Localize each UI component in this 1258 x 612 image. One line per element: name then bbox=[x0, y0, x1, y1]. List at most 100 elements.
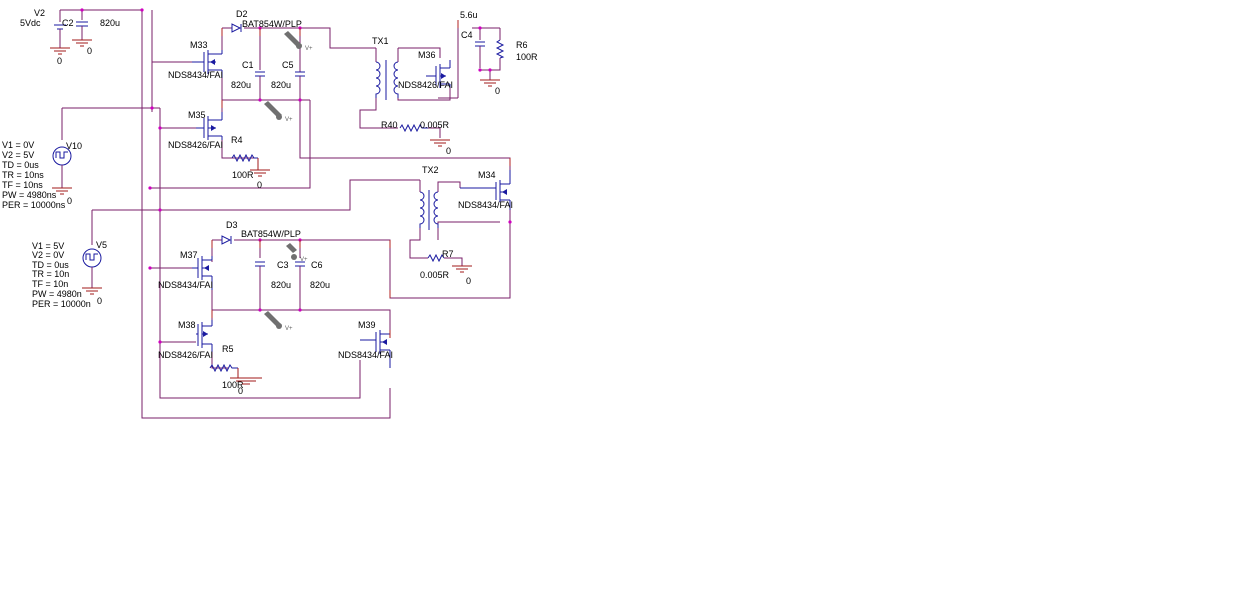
junction-dot bbox=[80, 8, 84, 12]
m38-part: NDS8426/FAI bbox=[158, 350, 213, 360]
ground-label: 0 bbox=[57, 56, 62, 66]
resistor-r4[interactable]: R4 100R bbox=[231, 135, 258, 180]
r5-ref: R5 bbox=[222, 344, 234, 354]
mosfet-m38[interactable]: M38 NDS8426/FAI bbox=[158, 320, 213, 360]
probe-label: V+ bbox=[285, 117, 293, 123]
c5-ref: C5 bbox=[282, 60, 294, 70]
ground-symbols: 0 0 0 0 0 0 0 0 bbox=[50, 39, 500, 396]
junction-dot bbox=[158, 208, 162, 212]
c5-value: 820u bbox=[271, 80, 291, 90]
m39-ref: M39 bbox=[358, 320, 376, 330]
d3-ref: D3 bbox=[226, 220, 238, 230]
resistor-r6[interactable]: R6 100R bbox=[495, 39, 538, 62]
m37-part: NDS8434/FAI bbox=[158, 280, 213, 290]
tx2-ref: TX2 bbox=[422, 165, 439, 175]
mosfet-m36[interactable]: M36 NDS8426/FAI bbox=[398, 50, 453, 90]
junction-dot bbox=[478, 26, 482, 30]
junction-dot bbox=[158, 340, 162, 344]
capacitor-c5[interactable]: C5 820u bbox=[271, 60, 305, 90]
ground-r7: 0 bbox=[452, 265, 472, 286]
r40-ref: R40 bbox=[381, 120, 398, 130]
junction-dot bbox=[140, 8, 144, 12]
source-v10[interactable]: V10 V1 = 0V V2 = 5V TD = 0us TR = 10ns T… bbox=[2, 140, 82, 210]
probe-label: V+ bbox=[285, 326, 293, 332]
c2-value: 820u bbox=[100, 18, 120, 28]
ground-label: 0 bbox=[67, 196, 72, 206]
r40-value: 0.005R bbox=[420, 120, 450, 130]
c4-value: 5.6u bbox=[460, 10, 478, 20]
probe-label: V+ bbox=[300, 257, 308, 263]
v10-param-1: V1 = 0V bbox=[2, 140, 34, 150]
r6-ref: R6 bbox=[516, 40, 528, 50]
ground-v2: 0 bbox=[50, 47, 70, 66]
c3-ref: C3 bbox=[277, 260, 289, 270]
probe-label: V+ bbox=[305, 46, 313, 52]
mosfet-m35[interactable]: M35 NDS8426/FAI bbox=[168, 110, 223, 150]
junction-dot bbox=[158, 126, 162, 130]
v10-param-2: V2 = 5V bbox=[2, 150, 34, 160]
r4-ref: R4 bbox=[231, 135, 243, 145]
probe-marker-2[interactable]: V+ bbox=[264, 101, 293, 123]
c3-value: 820u bbox=[271, 280, 291, 290]
diode-d2[interactable]: D2 BAT854W/PLP bbox=[231, 9, 302, 33]
v10-param-3: TD = 0us bbox=[2, 160, 39, 170]
c1-ref: C1 bbox=[242, 60, 254, 70]
junctions bbox=[80, 8, 512, 344]
ground-label: 0 bbox=[97, 296, 102, 306]
v5-param-6: PW = 4980n bbox=[32, 289, 82, 299]
capacitor-c6[interactable]: C6 820u bbox=[295, 260, 330, 290]
source-v5[interactable]: V5 V1 = 5V V2 = 0V TD = 0us TR = 10n TF … bbox=[32, 240, 107, 309]
resistor-r40[interactable]: R40 0.005R bbox=[381, 120, 450, 133]
m38-ref: M38 bbox=[178, 320, 196, 330]
capacitor-c3[interactable]: C3 820u bbox=[255, 260, 291, 290]
source-v2[interactable]: V2 5Vdc bbox=[20, 8, 66, 48]
ground-label: 0 bbox=[257, 180, 262, 190]
ground-v5: 0 bbox=[82, 287, 102, 306]
probe-marker-4[interactable]: V+ bbox=[264, 311, 293, 332]
probe-marker-3[interactable]: V+ bbox=[286, 243, 308, 263]
probe-marker-1[interactable]: V+ bbox=[284, 31, 313, 52]
r7-value: 0.005R bbox=[420, 270, 450, 280]
junction-dot bbox=[488, 68, 492, 72]
capacitor-c4[interactable]: C4 5.6u bbox=[460, 10, 485, 52]
d2-ref: D2 bbox=[236, 9, 248, 19]
junction-dot bbox=[298, 98, 302, 102]
ground-label: 0 bbox=[495, 86, 500, 96]
v5-param-2: V2 = 0V bbox=[32, 250, 64, 260]
v2-value: 5Vdc bbox=[20, 18, 41, 28]
m35-ref: M35 bbox=[188, 110, 206, 120]
c6-value: 820u bbox=[310, 280, 330, 290]
c6-ref: C6 bbox=[311, 260, 323, 270]
v5-param-4: TR = 10n bbox=[32, 269, 69, 279]
d2-part: BAT854W/PLP bbox=[242, 19, 302, 29]
diode-d3[interactable]: D3 BAT854W/PLP bbox=[221, 220, 301, 245]
junction-dot bbox=[148, 266, 152, 270]
transformer-tx1[interactable]: TX1 bbox=[372, 36, 399, 100]
junction-dot bbox=[148, 186, 152, 190]
mosfet-m39[interactable]: M39 NDS8434/FAI bbox=[338, 320, 393, 368]
ground-label: 0 bbox=[446, 146, 451, 156]
capacitor-c1[interactable]: C1 820u bbox=[231, 60, 265, 90]
ground-v10: 0 bbox=[52, 187, 72, 206]
junction-dot bbox=[298, 308, 302, 312]
m34-ref: M34 bbox=[478, 170, 496, 180]
junction-dot bbox=[258, 98, 262, 102]
mosfet-m37[interactable]: M37 NDS8434/FAI bbox=[158, 250, 213, 290]
capacitor-c2[interactable]: C2 820u bbox=[62, 18, 120, 40]
d3-part: BAT854W/PLP bbox=[241, 229, 301, 239]
m35-part: NDS8426/FAI bbox=[168, 140, 223, 150]
v10-param-6: PW = 4980ns bbox=[2, 190, 57, 200]
mosfet-m33[interactable]: M33 NDS8434/FAI bbox=[168, 40, 223, 80]
c1-value: 820u bbox=[231, 80, 251, 90]
resistor-r5[interactable]: R5 100R bbox=[209, 344, 244, 390]
resistor-r7[interactable]: R7 0.005R bbox=[420, 249, 454, 280]
c4-ref: C4 bbox=[461, 30, 473, 40]
v5-param-3: TD = 0us bbox=[32, 260, 69, 270]
wires bbox=[59, 9, 511, 419]
mosfet-m34[interactable]: M34 NDS8434/FAI bbox=[458, 170, 513, 210]
m36-ref: M36 bbox=[418, 50, 436, 60]
ground-label: 0 bbox=[466, 276, 471, 286]
transformer-tx2[interactable]: TX2 bbox=[419, 165, 439, 230]
c2-ref: C2 bbox=[62, 18, 74, 28]
ground-label: 0 bbox=[238, 386, 243, 396]
